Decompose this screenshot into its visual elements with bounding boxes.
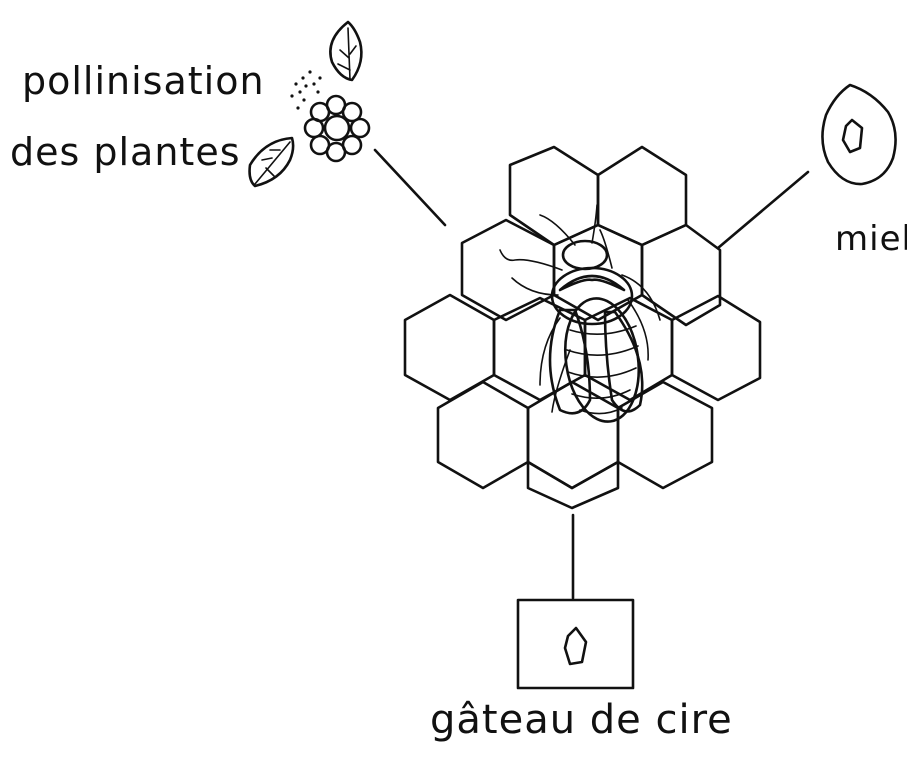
- drop-outline: [822, 85, 895, 184]
- connector-honey: [718, 172, 808, 248]
- bee-antenna: [592, 205, 597, 243]
- leaf-top-vein: [338, 28, 356, 80]
- bee-stripe: [567, 346, 638, 355]
- bee-head: [563, 241, 607, 269]
- wax-crystal: [565, 628, 586, 664]
- flower-with-leaves-icon: [250, 22, 369, 186]
- hex-cell: [528, 462, 618, 508]
- wax-block: [518, 600, 633, 688]
- honey-label: miel: [835, 222, 907, 256]
- pollination-label-line1: pollinisation: [22, 62, 265, 100]
- flower-center: [325, 116, 349, 140]
- flower-icon: [305, 96, 369, 161]
- bee-thorax-band: [560, 276, 624, 290]
- pollination-label-line2: des plantes: [10, 133, 241, 171]
- bee-leg: [552, 350, 570, 412]
- bee-stripe: [568, 368, 636, 377]
- leaf-top-icon: [330, 22, 361, 80]
- honeycomb-icon: [405, 147, 760, 508]
- bee-icon: [500, 205, 660, 426]
- connector-pollination: [375, 150, 445, 225]
- honey-drop-icon: [822, 85, 895, 184]
- hex-cell: [672, 296, 760, 400]
- drop-crystal: [843, 120, 862, 152]
- wax-cake-icon: [518, 600, 633, 688]
- wax-label: gâteau de cire: [430, 700, 733, 740]
